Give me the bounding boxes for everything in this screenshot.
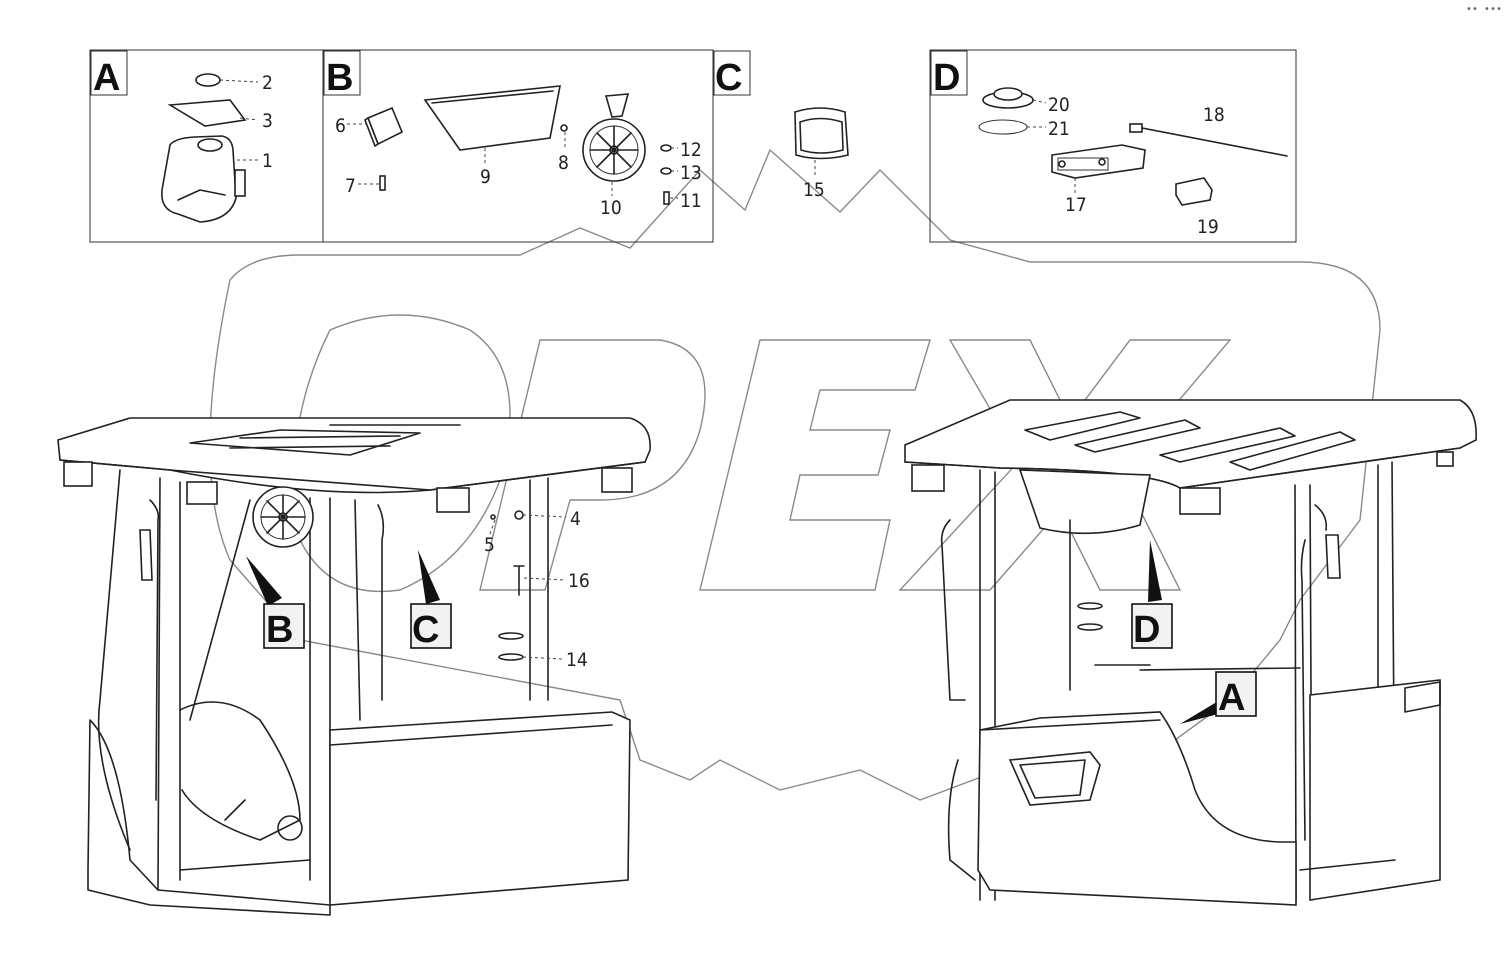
part-label-16: 16 bbox=[568, 570, 590, 592]
antenna-drawing bbox=[1129, 123, 1288, 157]
panel-frame-d bbox=[929, 49, 1297, 243]
right-cab-drawing bbox=[904, 399, 1477, 906]
part-label-6: 6 bbox=[335, 115, 346, 137]
part-label-8: 8 bbox=[558, 152, 569, 174]
part-label-18: 18 bbox=[1203, 104, 1225, 126]
part-label-11: 11 bbox=[680, 190, 702, 212]
callout-b-arrow bbox=[246, 556, 282, 606]
callout-a-box bbox=[1215, 671, 1257, 717]
callout-d-letter: D bbox=[1133, 609, 1160, 651]
part-label-2: 2 bbox=[262, 72, 273, 94]
panel-d-letter: D bbox=[933, 57, 960, 99]
part-label-4: 4 bbox=[570, 508, 581, 530]
washer-reservoir-drawing bbox=[161, 73, 247, 223]
callout-a-arrow bbox=[1180, 700, 1226, 724]
part-label-3: 3 bbox=[262, 110, 273, 132]
panel-b-leaders bbox=[347, 123, 678, 199]
part-label-15: 15 bbox=[803, 179, 825, 201]
panel-letter-boxes bbox=[90, 50, 968, 96]
work-lamp-drawing bbox=[794, 107, 849, 160]
left-cab-drawing bbox=[57, 417, 651, 916]
part-label-10: 10 bbox=[600, 197, 622, 219]
callout-b-letter: B bbox=[266, 609, 293, 651]
part-label-20: 20 bbox=[1048, 94, 1070, 116]
callout-c-arrow bbox=[418, 550, 440, 604]
left-cab-leaders bbox=[489, 514, 567, 660]
callout-b-box bbox=[263, 603, 305, 649]
part-label-14: 14 bbox=[566, 649, 588, 671]
panel-c-letter: C bbox=[715, 57, 742, 99]
panel-b-letter: B bbox=[326, 57, 353, 99]
fan-drawing bbox=[582, 93, 672, 205]
callout-c-letter: C bbox=[412, 609, 439, 651]
part-label-19: 19 bbox=[1197, 216, 1219, 238]
corner-mark: •• ••• bbox=[1465, 4, 1502, 15]
callout-d-box bbox=[1131, 603, 1173, 649]
part-label-13: 13 bbox=[680, 162, 702, 184]
callout-d-arrow bbox=[1148, 540, 1162, 602]
panel-d-leaders bbox=[1027, 99, 1076, 194]
sun-visor-drawing bbox=[423, 85, 568, 151]
speaker-drawing bbox=[978, 87, 1034, 135]
panel-a-letter: A bbox=[93, 57, 120, 99]
panel-a-leaders bbox=[219, 79, 259, 161]
part-label-9: 9 bbox=[480, 166, 491, 188]
part-label-17: 17 bbox=[1065, 194, 1087, 216]
mirror-drawing bbox=[364, 106, 404, 191]
callout-a-letter: A bbox=[1218, 677, 1245, 719]
part-label-12: 12 bbox=[680, 139, 702, 161]
part-label-21: 21 bbox=[1048, 118, 1070, 140]
radio-drawing bbox=[1051, 144, 1146, 179]
panel-frame-abc bbox=[89, 49, 714, 243]
switch-drawing bbox=[1175, 177, 1213, 206]
part-label-5: 5 bbox=[484, 534, 495, 556]
callout-c-box bbox=[410, 603, 452, 649]
part-label-7: 7 bbox=[345, 175, 356, 197]
part-label-1: 1 bbox=[262, 150, 273, 172]
